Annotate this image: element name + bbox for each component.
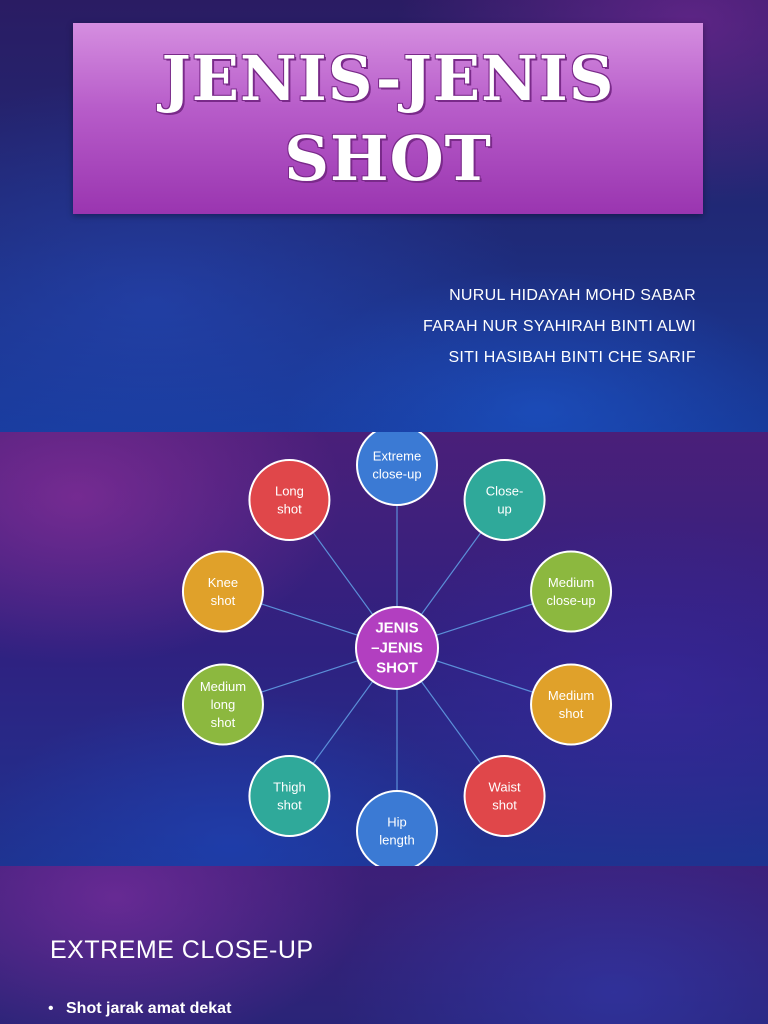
author-list: NURUL HIDAYAH MOHD SABAR FARAH NUR SYAHI… (423, 280, 696, 373)
node-circle (356, 432, 438, 506)
bullet-text: Shot jarak amat dekat (66, 1000, 232, 1017)
bullet-icon: • (48, 1000, 54, 1017)
bullet-list: • Shot jarak amat dekat (48, 1000, 231, 1018)
node-circle (248, 458, 331, 541)
node-circle (181, 550, 264, 633)
title-banner: JENIS-JENIS SHOT (73, 23, 703, 214)
slide-title-line: JENIS-JENIS (161, 41, 615, 115)
node-circle (181, 663, 264, 746)
slide-heading: EXTREME CLOSE-UP (50, 936, 314, 964)
node-circle (463, 755, 546, 838)
title-slide: JENIS-JENIS SHOT NURUL HIDAYAH MOHD SABA… (0, 0, 768, 432)
bullet-item: • Shot jarak amat dekat (48, 1000, 231, 1018)
author-name: SITI HASIBAH BINTI CHE SARIF (448, 349, 696, 366)
node-circle (463, 458, 546, 541)
node-circle (530, 663, 613, 746)
node-circle (356, 790, 438, 866)
node-circle (248, 755, 331, 838)
slide-title: JENIS-JENIS SHOT (161, 39, 614, 199)
node-circle (530, 550, 613, 633)
center-circle (355, 606, 439, 690)
author-name: NURUL HIDAYAH MOHD SABAR (449, 287, 696, 304)
content-slide: EXTREME CLOSE-UP • Shot jarak amat dekat (0, 866, 768, 1024)
node-label: Close-up (486, 483, 524, 516)
diagram-node: Close-up (463, 458, 546, 541)
author-name: FARAH NUR SYAHIRAH BINTI ALWI (422, 318, 696, 335)
slide-title-line: SHOT (284, 121, 492, 195)
